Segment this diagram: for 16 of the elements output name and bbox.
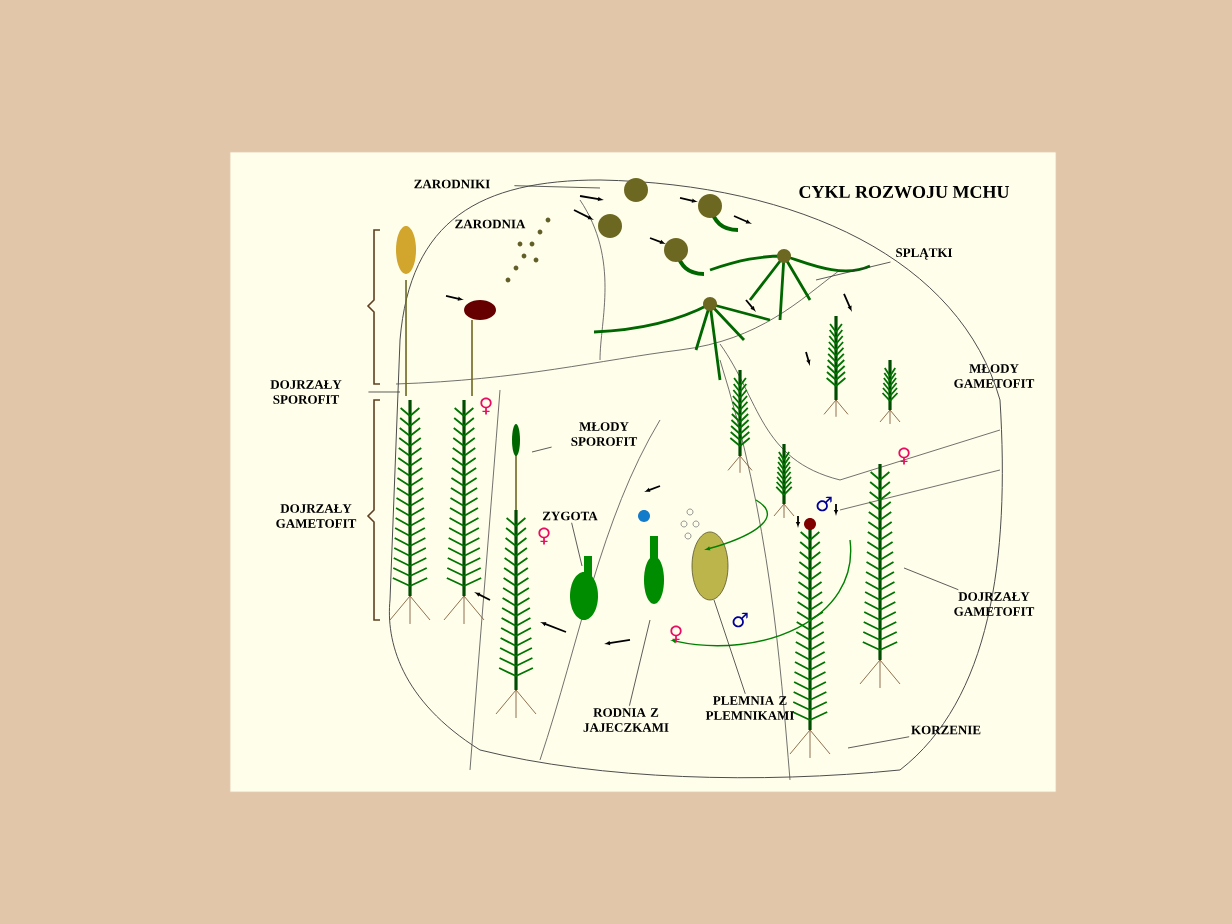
- leader-line: [815, 261, 891, 281]
- title: CYKL ROZWOJU MCHU: [799, 185, 1010, 199]
- leader-line: [571, 522, 583, 567]
- sex-symbol: ♀: [898, 447, 910, 465]
- sex-symbol: ♀: [670, 625, 682, 643]
- leader-line: [713, 599, 746, 695]
- sex-symbol: ♂: [816, 496, 832, 512]
- leader-line: [531, 446, 552, 453]
- sex-symbol: ♀: [538, 527, 550, 545]
- sex-symbol: ♂: [732, 612, 748, 628]
- leader-line: [514, 185, 601, 189]
- leader-line: [629, 619, 651, 707]
- leader-line: [847, 736, 910, 749]
- leader-line: [903, 567, 959, 591]
- sex-symbol: ♀: [480, 397, 492, 415]
- leader-line: [368, 391, 401, 393]
